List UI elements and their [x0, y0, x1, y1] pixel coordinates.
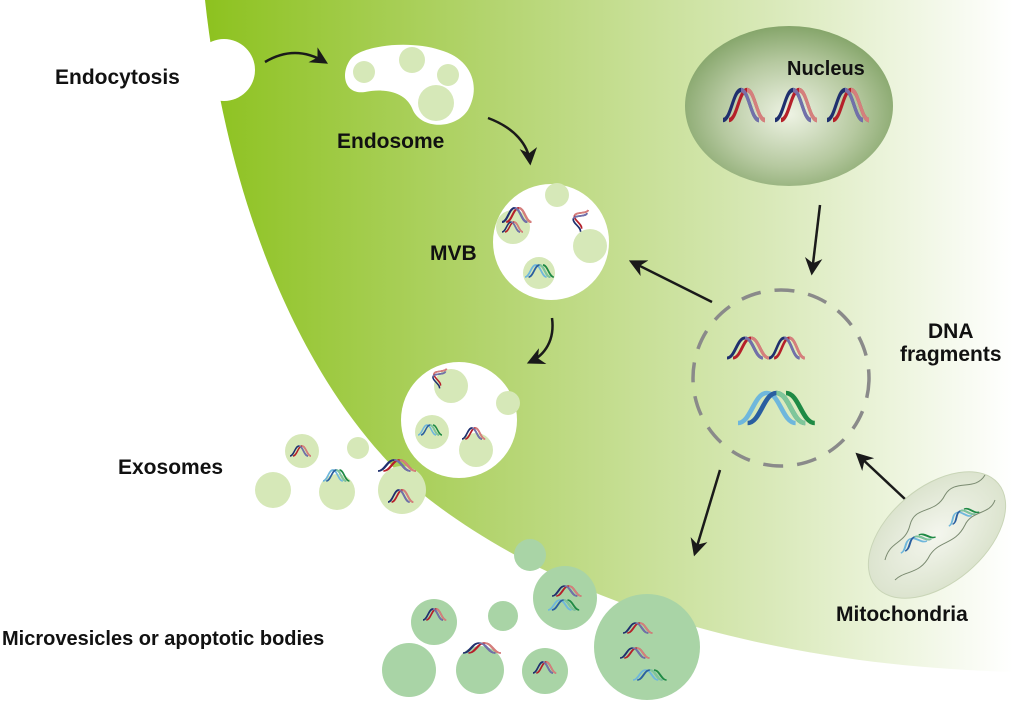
- label-microvesicles: Microvesicles or apoptotic bodies: [2, 628, 325, 650]
- label-exosomes: Exosomes: [118, 456, 224, 479]
- label-dna-fragments-line1: DNA: [928, 320, 974, 343]
- label-dna-fragments: DNA fragments: [900, 320, 1002, 366]
- label-endosome: Endosome: [337, 130, 445, 153]
- arrow-endosome-to-mvb: [487, 116, 538, 166]
- label-dna-fragments-line2: fragments: [900, 343, 1002, 367]
- mvb-vesicle: [493, 183, 609, 300]
- arrow-mitochondria-to-dna: [855, 452, 907, 501]
- label-mitochondria: Mitochondria: [836, 603, 968, 626]
- nucleus: [685, 26, 893, 186]
- label-mvb: MVB: [430, 242, 477, 265]
- microvesicles: [382, 539, 700, 700]
- label-nucleus: Nucleus: [787, 58, 865, 80]
- arrow-nucleus-to-dna: [804, 204, 823, 276]
- arrow-dna-to-microvesicles: [690, 469, 722, 557]
- dna-fragments-circle: [691, 288, 871, 468]
- arrow-endocytosis-to-endosome: [264, 47, 329, 64]
- exosomes: [255, 434, 426, 514]
- endosome: [345, 44, 474, 125]
- arrow-mvb-to-release: [526, 317, 554, 364]
- label-endocytosis: Endocytosis: [55, 66, 180, 89]
- endocytosis-vesicle: [193, 39, 255, 101]
- mitochondria: [867, 471, 1007, 599]
- releasing-mvb: [401, 362, 520, 478]
- arrow-dna-to-mvb: [628, 260, 713, 304]
